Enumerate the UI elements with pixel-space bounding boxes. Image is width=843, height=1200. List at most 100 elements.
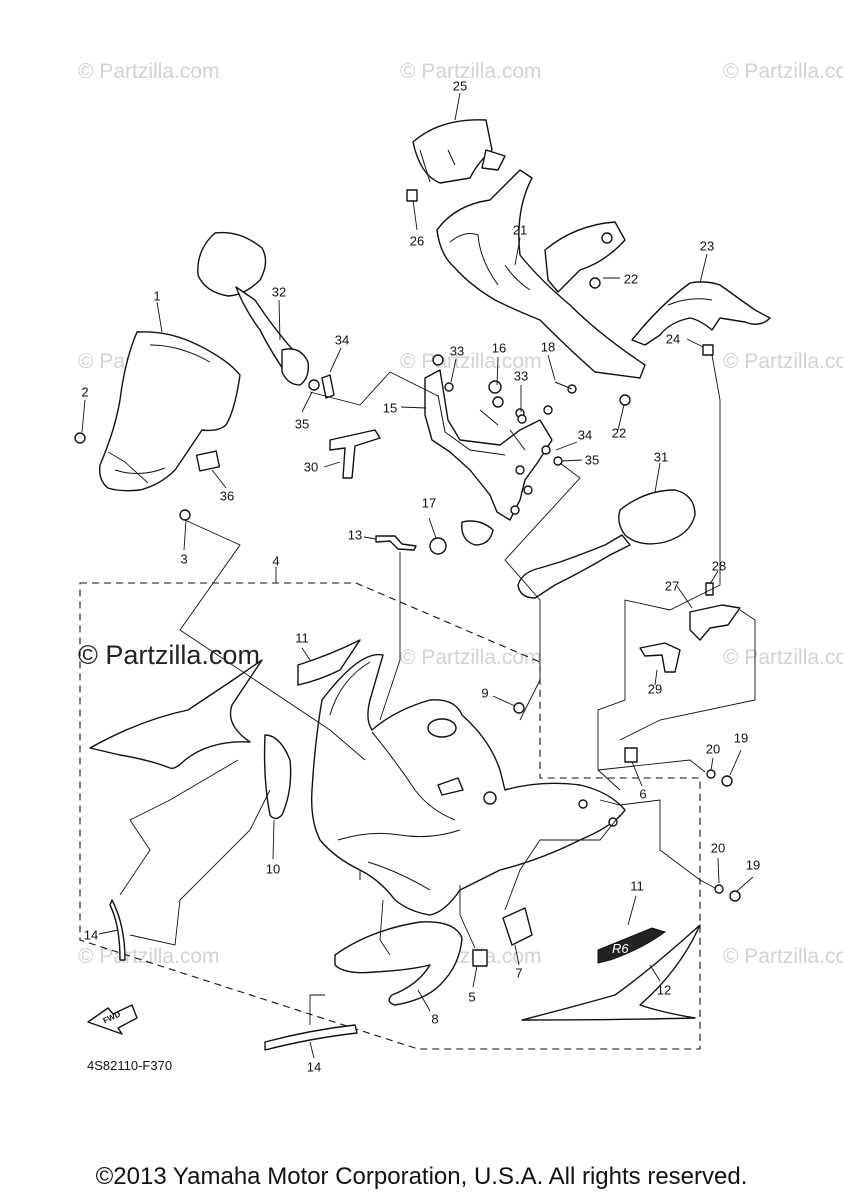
callout-35-left[interactable]: 35	[294, 416, 310, 432]
callout-28[interactable]: 28	[711, 558, 727, 574]
callout-6[interactable]: 6	[639, 786, 647, 802]
cowling-assembly-boundary	[79, 582, 701, 1050]
callout-14-left[interactable]: 14	[83, 927, 99, 943]
bracket-part[interactable]	[502, 907, 533, 946]
callout-34-right[interactable]: 34	[577, 427, 593, 443]
bracket-part[interactable]	[689, 604, 741, 641]
side-panel-part[interactable]	[631, 281, 771, 346]
collar-part[interactable]	[541, 445, 551, 455]
callout-26[interactable]: 26	[409, 233, 425, 249]
callout-11-lower[interactable]: 11	[630, 878, 644, 894]
bracket-stay-part[interactable]	[424, 354, 553, 521]
screw-part[interactable]	[513, 702, 525, 714]
watermark-prominent: © Partzilla.com	[78, 640, 260, 670]
mirror-right-part[interactable]	[517, 489, 696, 599]
callout-30[interactable]: 30	[303, 459, 319, 475]
callout-24[interactable]: 24	[665, 331, 681, 347]
callout-1[interactable]: 1	[153, 288, 161, 304]
callout-32[interactable]: 32	[271, 284, 287, 300]
clip-part[interactable]	[406, 189, 418, 202]
callout-19-lower[interactable]: 19	[745, 857, 761, 873]
inner-panel-part[interactable]	[436, 169, 646, 379]
grommet-part[interactable]	[492, 396, 504, 408]
front-cowling-part[interactable]	[310, 653, 626, 916]
screw-part[interactable]	[619, 394, 631, 406]
callout-35-right[interactable]: 35	[584, 452, 600, 468]
callout-17[interactable]: 17	[421, 495, 437, 511]
top-panel-part[interactable]	[412, 119, 506, 184]
callout-5[interactable]: 5	[468, 989, 476, 1005]
callout-22-lower[interactable]: 22	[611, 425, 627, 441]
callout-10[interactable]: 10	[265, 861, 281, 877]
screw-part[interactable]	[721, 775, 733, 787]
decal-part[interactable]: R6	[597, 927, 667, 964]
duct-panel-part[interactable]	[263, 734, 292, 820]
mirror-left-part[interactable]	[197, 231, 310, 386]
bolt-part[interactable]	[554, 381, 577, 394]
callout-31[interactable]: 31	[653, 449, 669, 465]
watermark: © Partzilla.com	[723, 60, 843, 83]
callout-13[interactable]: 13	[347, 527, 363, 543]
strip-part[interactable]	[375, 535, 417, 551]
callout-21[interactable]: 21	[512, 222, 528, 238]
callout-11-upper[interactable]: 11	[295, 630, 309, 646]
callout-33-left[interactable]: 33	[449, 343, 465, 359]
copyright-notice: ©2013 Yamaha Motor Corporation, U.S.A. A…	[95, 1163, 748, 1190]
callout-8[interactable]: 8	[431, 1011, 439, 1027]
windscreen-part[interactable]	[98, 331, 241, 492]
cover-plate-part[interactable]	[461, 520, 494, 546]
clip-part[interactable]	[624, 747, 638, 763]
trim-strip-part[interactable]	[109, 899, 126, 961]
trim-strip-part[interactable]	[264, 1024, 358, 1051]
callout-3[interactable]: 3	[180, 551, 188, 567]
lower-cowling-part[interactable]	[334, 921, 463, 1006]
watermark: © Partzilla.com	[723, 646, 843, 669]
callout-27[interactable]: 27	[664, 578, 680, 594]
watermark: © Partzilla.com	[723, 350, 843, 373]
bracket-part[interactable]	[639, 642, 681, 673]
callout-22-upper[interactable]: 22	[623, 271, 639, 287]
diagram-code: 4S82110-F370	[87, 1058, 173, 1073]
callout-18[interactable]: 18	[540, 339, 556, 355]
nut-part[interactable]	[444, 382, 454, 392]
callout-12[interactable]: 12	[656, 982, 672, 998]
clip-part[interactable]	[472, 949, 488, 967]
callout-4[interactable]: 4	[272, 553, 280, 569]
callout-29[interactable]: 29	[647, 681, 663, 697]
callout-34-left[interactable]: 34	[334, 332, 350, 348]
callout-15[interactable]: 15	[382, 400, 398, 416]
callout-20-upper[interactable]: 20	[705, 741, 721, 757]
decal-part[interactable]	[297, 639, 361, 686]
callout-23[interactable]: 23	[699, 238, 715, 254]
screw-part[interactable]	[74, 432, 86, 444]
nut-part[interactable]	[702, 344, 714, 356]
plate-part[interactable]	[321, 374, 335, 399]
callout-9[interactable]: 9	[481, 685, 489, 701]
callout-16[interactable]: 16	[491, 340, 507, 356]
side-graphic-part[interactable]	[89, 659, 263, 770]
callout-2[interactable]: 2	[81, 384, 89, 400]
collar-part[interactable]	[308, 379, 320, 391]
callout-20-lower[interactable]: 20	[710, 840, 726, 856]
svg-text:R6: R6	[612, 941, 629, 956]
screw-part[interactable]	[729, 890, 741, 902]
watermark: © Partzilla.com	[400, 646, 542, 669]
callout-19-upper[interactable]: 19	[733, 730, 749, 746]
bracket-part[interactable]	[329, 429, 381, 479]
washer-part[interactable]	[714, 884, 724, 894]
callout-7[interactable]: 7	[515, 965, 523, 981]
watermark: © Partzilla.com	[400, 60, 542, 83]
grommet-part[interactable]	[429, 537, 447, 555]
callout-33-right[interactable]: 33	[513, 368, 529, 384]
callout-14-bottom[interactable]: 14	[306, 1059, 322, 1075]
callout-36[interactable]: 36	[219, 488, 235, 504]
lower-graphic-part[interactable]	[521, 924, 701, 1021]
washer-part[interactable]	[706, 769, 716, 779]
grommet-part[interactable]	[179, 509, 191, 521]
forward-arrow-icon	[87, 1004, 138, 1035]
nut-part[interactable]	[517, 414, 527, 424]
callout-25[interactable]: 25	[452, 78, 468, 94]
screw-part[interactable]	[589, 277, 601, 289]
